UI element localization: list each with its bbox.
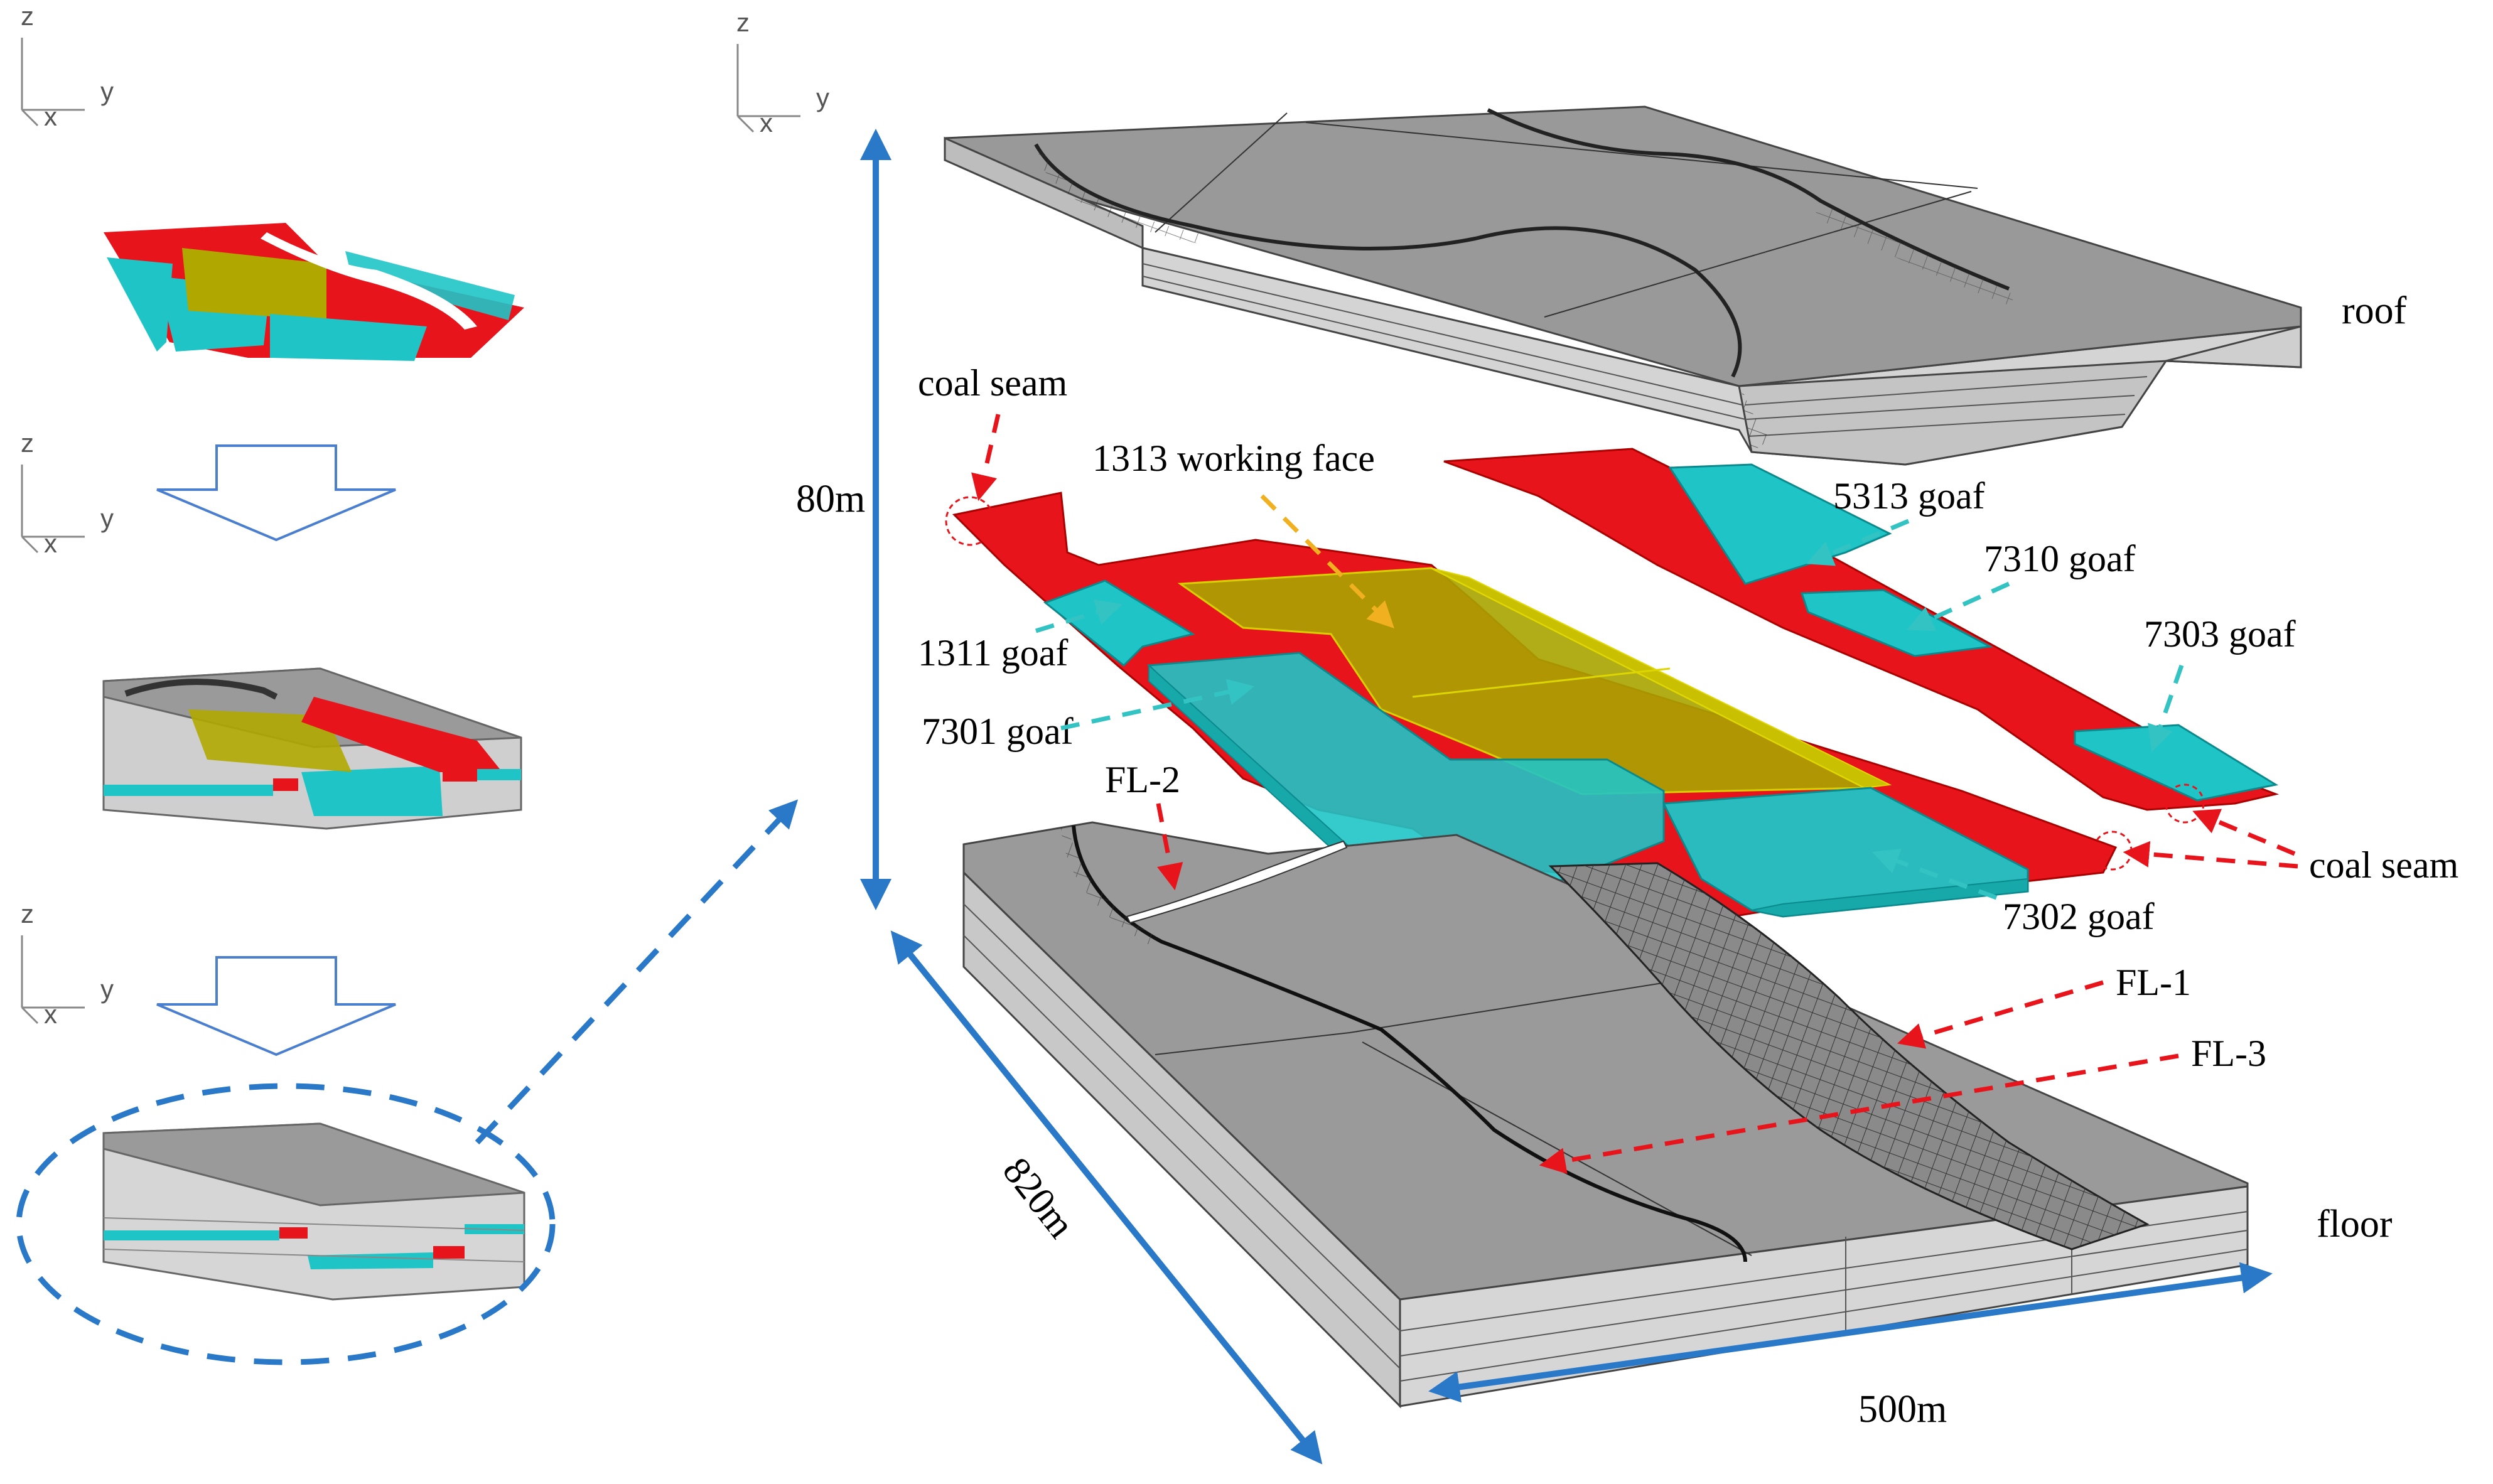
goaf-7303-label: 7303 goaf bbox=[2144, 613, 2296, 655]
z-axis-label: z bbox=[21, 1, 34, 31]
goaf-7303-pointer bbox=[2148, 664, 2184, 752]
fault-fl1-pointer bbox=[1897, 980, 2104, 1049]
thumbnail-partial-model bbox=[102, 667, 522, 830]
working-face-label: 1313 working face bbox=[1092, 438, 1375, 479]
width-dimension-arrow bbox=[1428, 1262, 2273, 1403]
down-arrow-1 bbox=[156, 444, 396, 542]
z-axis-label: z bbox=[21, 899, 34, 928]
goaf-7310-pointer bbox=[1907, 581, 2010, 632]
goaf-7302-label: 7302 goaf bbox=[2003, 896, 2155, 937]
y-axis-label: y bbox=[100, 77, 114, 106]
thumbnail-coal-seam bbox=[104, 223, 524, 361]
width-label: 500m bbox=[1858, 1388, 1947, 1431]
fault-fl3-label: FL-3 bbox=[2191, 1033, 2266, 1074]
x-axis-label: x bbox=[760, 108, 773, 137]
goaf-1311-pointer bbox=[1035, 599, 1123, 633]
goaf-7302-pointer bbox=[1872, 848, 1998, 900]
fault-fl3-pointer bbox=[1539, 1053, 2179, 1175]
axis-triad-2: z y x bbox=[21, 428, 114, 558]
y-axis-label: y bbox=[816, 83, 829, 112]
y-axis-label: y bbox=[100, 974, 114, 1004]
zoom-arrow bbox=[475, 799, 799, 1145]
z-axis-label: z bbox=[21, 428, 34, 458]
y-axis-label: y bbox=[100, 503, 114, 533]
coal-seam-label-top: coal seam bbox=[918, 362, 1067, 404]
axis-triad-main: z y x bbox=[736, 8, 829, 137]
coal-seam-layer bbox=[945, 448, 2280, 925]
goaf-7301-label: 7301 goaf bbox=[922, 711, 1074, 752]
coal-seam-pointer-top bbox=[971, 414, 1001, 502]
length-label: 820m bbox=[994, 1150, 1083, 1246]
length-dimension-arrow bbox=[890, 930, 1323, 1465]
thumbnail-full-model bbox=[102, 1122, 525, 1301]
x-axis-label: x bbox=[44, 529, 57, 558]
fault-fl2-pointer bbox=[1156, 803, 1183, 891]
roof-block bbox=[944, 105, 2302, 466]
roof-label: roof bbox=[2342, 289, 2407, 332]
x-axis-label: x bbox=[44, 102, 57, 131]
height-label: 80m bbox=[796, 478, 865, 520]
down-arrow-2 bbox=[156, 956, 396, 1057]
fault-fl1-label: FL-1 bbox=[2116, 962, 2191, 1003]
goaf-7310-label: 7310 goaf bbox=[1984, 538, 2136, 579]
zoom-ellipse bbox=[16, 1083, 556, 1365]
goaf-5313-label: 5313 goaf bbox=[1833, 475, 1985, 517]
goaf-5313-pointer bbox=[1806, 519, 1910, 566]
x-axis-label: x bbox=[44, 999, 57, 1029]
floor-label: floor bbox=[2317, 1203, 2393, 1245]
goaf-7301-pointer bbox=[1060, 679, 1255, 731]
coal-seam-label-right: coal seam bbox=[2309, 844, 2458, 886]
axis-triad-3: z y x bbox=[21, 899, 114, 1029]
fault-fl2-label: FL-2 bbox=[1105, 759, 1180, 800]
z-axis-label: z bbox=[736, 8, 750, 37]
coal-seam-pointer-right-1 bbox=[2123, 841, 2298, 869]
goaf-1311-label: 1311 goaf bbox=[918, 632, 1068, 674]
axis-triad-1: z y x bbox=[21, 1, 114, 131]
coal-seam-pointer-right-2 bbox=[2192, 809, 2296, 856]
